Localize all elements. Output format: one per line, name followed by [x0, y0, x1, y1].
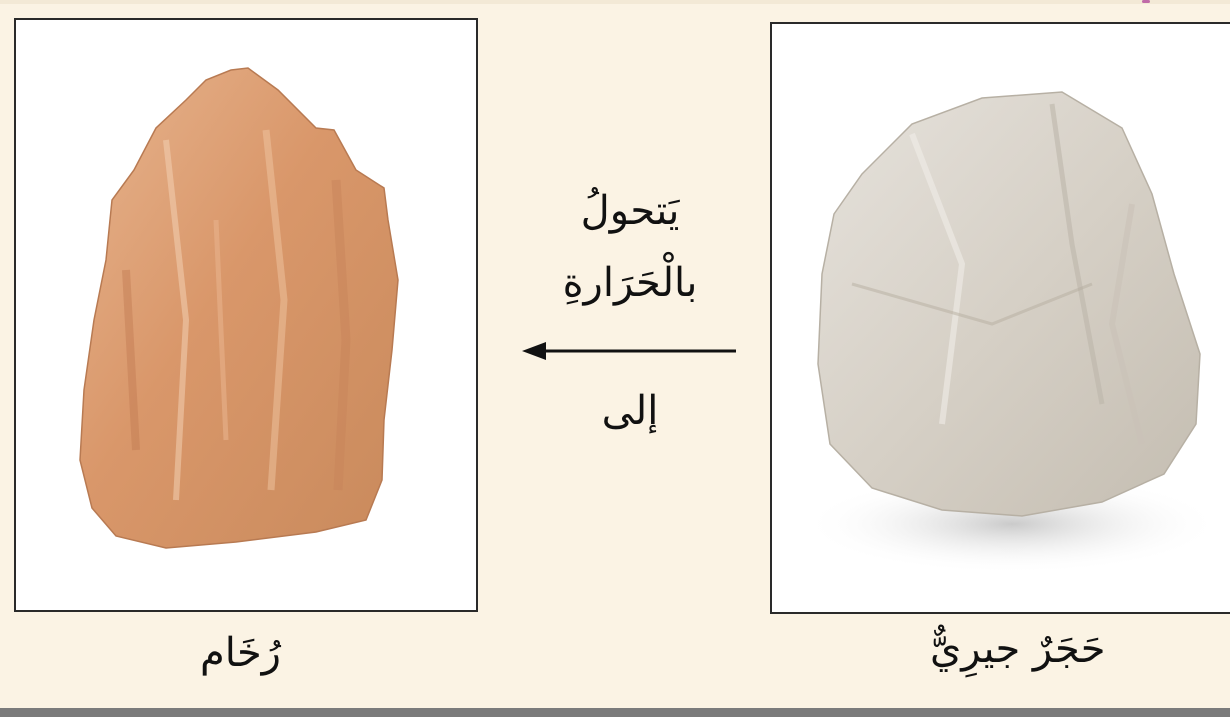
limestone-image-frame [770, 22, 1230, 614]
process-to-text: إلى [560, 388, 700, 434]
process-agent-text: بالْحَرَارةِ [560, 260, 700, 306]
marble-caption: رُخَام [200, 630, 281, 676]
arrow-left-icon [520, 338, 740, 364]
marble-image [16, 20, 476, 610]
limestone-image [772, 24, 1230, 614]
bottom-edge [0, 708, 1230, 717]
corner-mark [1142, 0, 1150, 3]
top-strip [0, 0, 1230, 4]
marble-image-frame [14, 18, 478, 612]
limestone-caption: حَجَرٌ جيرِيٌّ [930, 626, 1106, 672]
process-verb-text: يَتحولُ [560, 188, 700, 234]
